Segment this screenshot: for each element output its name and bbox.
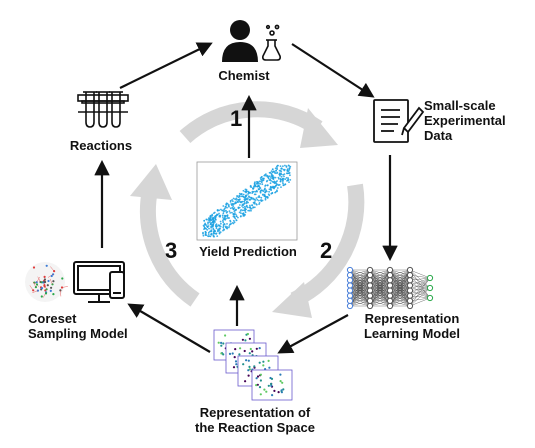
coreset-point xyxy=(49,289,52,292)
nn-node xyxy=(346,282,354,289)
nn-node xyxy=(426,274,434,282)
cycle-arrowhead-right xyxy=(272,282,312,318)
coreset-point xyxy=(50,286,53,289)
nn-node xyxy=(406,277,414,284)
nn-node xyxy=(346,297,354,304)
cycle-arc-top xyxy=(179,101,323,144)
cycle-arc-left xyxy=(140,188,200,307)
document-pen-icon xyxy=(373,99,425,143)
nn-node xyxy=(426,294,434,302)
nn-node xyxy=(366,266,374,274)
nn-node xyxy=(386,287,394,294)
nn-node xyxy=(366,302,374,310)
coreset-point xyxy=(32,266,36,269)
arrow-chemist-to-data xyxy=(291,43,375,98)
nn-node xyxy=(346,287,354,294)
nn-node xyxy=(386,272,394,279)
coreset-point xyxy=(40,295,43,298)
nn-node xyxy=(406,287,414,294)
reaction-space-line-2: the Reaction Space xyxy=(195,420,315,435)
nn-node xyxy=(386,297,394,304)
coreset-point xyxy=(50,274,53,278)
coreset-point xyxy=(52,280,55,283)
nn-node xyxy=(346,292,354,299)
neural-network-icon xyxy=(346,266,434,310)
nn-node xyxy=(346,302,354,310)
nn-node xyxy=(366,292,374,299)
coreset-point xyxy=(45,264,48,267)
coreset-line-2: Sampling Model xyxy=(28,326,128,341)
representation-model-line-2: Learning Model xyxy=(363,326,461,341)
data-label: Small-scale Experimental Data xyxy=(424,98,506,143)
cycle-number-3: 3 xyxy=(165,238,178,263)
coreset-point xyxy=(40,287,44,290)
nn-node xyxy=(346,277,354,284)
nn-node xyxy=(406,297,414,304)
nn-node xyxy=(426,284,434,292)
nn-node xyxy=(366,277,374,284)
nn-node xyxy=(386,282,394,289)
nn-node xyxy=(406,272,414,279)
nn-node xyxy=(386,266,394,274)
data-label-line-2: Experimental xyxy=(424,113,506,128)
coreset-point xyxy=(43,275,46,278)
coreset-point xyxy=(47,279,50,283)
chemist-icon xyxy=(222,20,281,62)
chemist-label: Chemist xyxy=(218,68,270,83)
arrow-space-to-coreset xyxy=(127,303,211,353)
coreset-point xyxy=(44,280,47,284)
nn-node xyxy=(406,266,414,274)
reaction-space-label: Representation of the Reaction Space xyxy=(190,405,320,435)
devices-icon xyxy=(73,261,125,303)
reaction-space-stack-icon xyxy=(213,329,293,401)
data-label-line-3: Data xyxy=(424,128,453,143)
cycle-arc-right xyxy=(290,183,365,308)
coreset-point xyxy=(35,283,39,286)
representation-model-label: Representation Learning Model xyxy=(352,311,472,341)
coreset-point xyxy=(46,284,49,287)
nn-node xyxy=(366,297,374,304)
cycle-number-1: 1 xyxy=(230,106,243,131)
coreset-point xyxy=(40,281,43,284)
yield-plot xyxy=(196,161,298,241)
coreset-label: Coreset Sampling Model xyxy=(28,311,128,341)
yield-prediction-label: Yield Prediction xyxy=(199,244,297,259)
cycle-number-2: 2 xyxy=(320,238,333,263)
nn-node xyxy=(406,292,414,299)
nn-node xyxy=(386,292,394,299)
coreset-scatter-icon xyxy=(25,262,68,302)
nn-node xyxy=(366,282,374,289)
nn-node xyxy=(386,277,394,284)
cycle-arrowhead-left xyxy=(130,164,172,200)
flask-icon xyxy=(262,24,281,61)
coreset-point xyxy=(44,292,48,295)
nn-node xyxy=(406,282,414,289)
reactions-label: Reactions xyxy=(69,138,133,153)
representation-model-line-1: Representation xyxy=(364,311,460,326)
coreset-point xyxy=(61,277,64,280)
nn-node xyxy=(406,302,414,310)
nn-node xyxy=(346,272,354,279)
nn-node xyxy=(366,272,374,279)
test-tubes-icon xyxy=(77,91,129,128)
nn-node xyxy=(346,266,354,274)
cycle-arrowhead-top xyxy=(300,108,338,148)
coreset-line-1: Coreset xyxy=(28,311,77,326)
flow-arrows xyxy=(94,42,398,354)
nn-node xyxy=(366,287,374,294)
coreset-point xyxy=(52,293,55,296)
arrow-model-to-space xyxy=(277,314,349,354)
arrow-reactions-to-chemist xyxy=(119,42,213,89)
reaction-space-line-1: Representation of xyxy=(199,405,311,420)
nn-node xyxy=(386,302,394,310)
data-label-line-1: Small-scale xyxy=(424,98,496,113)
